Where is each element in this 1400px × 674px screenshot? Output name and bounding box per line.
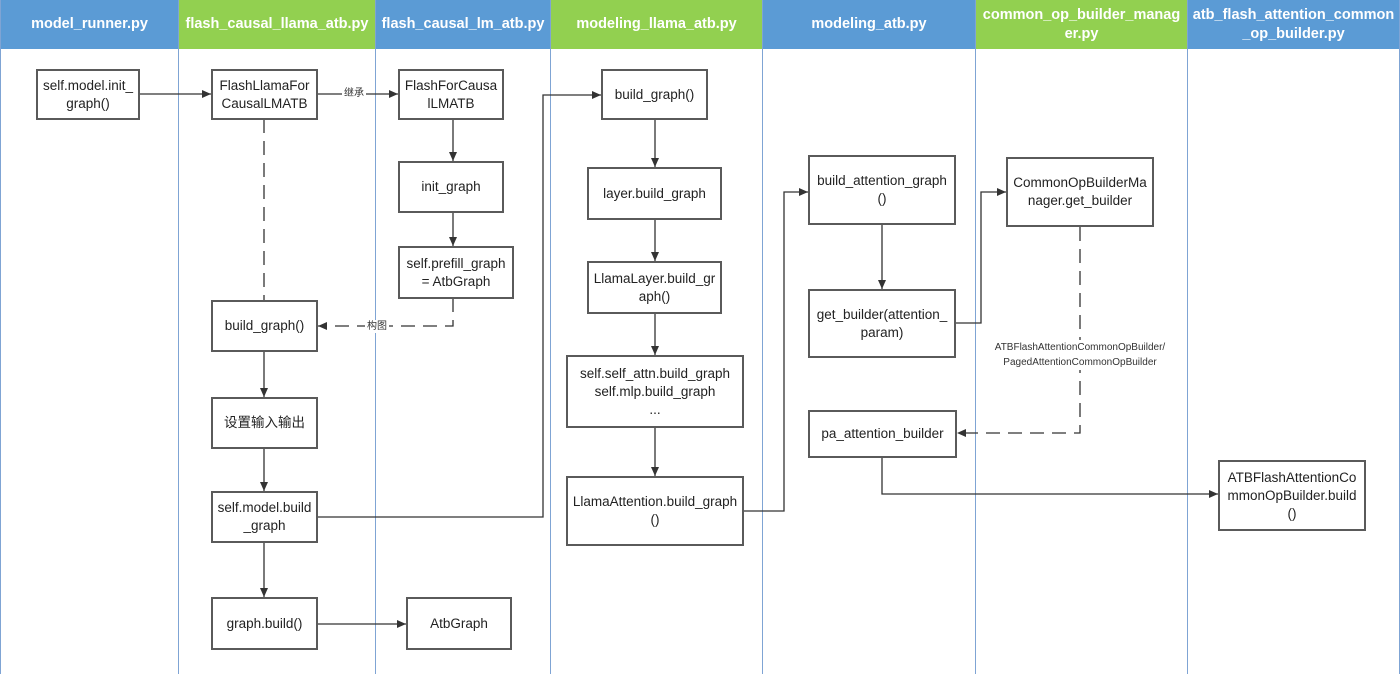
lane-title: atb_flash_attention_common_op_builder.py (1188, 0, 1399, 49)
node-atb-flash-attention-build: ATBFlashAttentionCommonOpBuilder.build() (1218, 460, 1366, 531)
lane-atb-flash-attention-common-op-builder: atb_flash_attention_common_op_builder.py (1187, 0, 1400, 674)
edge-label-inherit: 继承 (342, 87, 366, 100)
node-layer-build-graph: layer.build_graph (587, 167, 722, 220)
builder-type-1: ATBFlashAttentionCommonOpBuilder/ (994, 342, 1166, 353)
node-self-attn-mlp: self.self_attn.build_graph self.mlp.buil… (566, 355, 744, 428)
node-build-graph-llama: build_graph() (211, 300, 318, 352)
node-model-build-graph: self.model.build_graph (211, 491, 318, 543)
node-build-graph-modeling: build_graph() (601, 69, 708, 120)
node-set-io: 设置输入输出 (211, 397, 318, 449)
node-pa-attention-builder: pa_attention_builder (808, 410, 957, 458)
edge-label-compose: 构图 (365, 320, 389, 333)
lane-title: flash_causal_lm_atb.py (376, 0, 550, 49)
lane-title: modeling_llama_atb.py (551, 0, 762, 49)
node-init-graph-call: self.model.init_graph() (36, 69, 140, 120)
lane-title: flash_causal_llama_atb.py (179, 0, 375, 49)
lane-title: common_op_builder_manager.py (976, 0, 1187, 49)
edge-label-builder-types: ATBFlashAttentionCommonOpBuilder/ PagedA… (977, 340, 1183, 370)
node-flash-for-causal-lmatb: FlashForCausalLMATB (398, 69, 504, 120)
lane-modeling-llama-atb: modeling_llama_atb.py (550, 0, 762, 674)
node-graph-build: graph.build() (211, 597, 318, 650)
node-init-graph: init_graph (398, 161, 504, 213)
lane-common-op-builder-manager: common_op_builder_manager.py (975, 0, 1187, 674)
node-llama-layer-build-graph: LlamaLayer.build_graph() (587, 261, 722, 314)
builder-type-2: PagedAttentionCommonOpBuilder (1003, 357, 1157, 368)
lane-title: modeling_atb.py (763, 0, 975, 49)
node-self-attn-line: self.self_attn.build_graph (579, 365, 731, 381)
node-get-builder: get_builder(attention_param) (808, 289, 956, 358)
node-ellipsis-line: ... (649, 401, 661, 417)
lane-model-runner: model_runner.py (0, 0, 178, 674)
node-common-op-builder-manager: CommonOpBuilderManager.get_builder (1006, 157, 1154, 227)
node-mlp-line: self.mlp.build_graph (594, 383, 716, 399)
lane-title: model_runner.py (1, 0, 178, 49)
node-prefill-graph: self.prefill_graph = AtbGraph (398, 246, 514, 299)
node-atb-graph: AtbGraph (406, 597, 512, 650)
lane-flash-causal-llama-atb: flash_causal_llama_atb.py (178, 0, 375, 674)
node-flash-llama-for-causal-lmatb: FlashLlamaForCausalLMATB (211, 69, 318, 120)
node-build-attention-graph: build_attention_graph() (808, 155, 956, 225)
node-llama-attention-build-graph: LlamaAttention.build_graph() (566, 476, 744, 546)
